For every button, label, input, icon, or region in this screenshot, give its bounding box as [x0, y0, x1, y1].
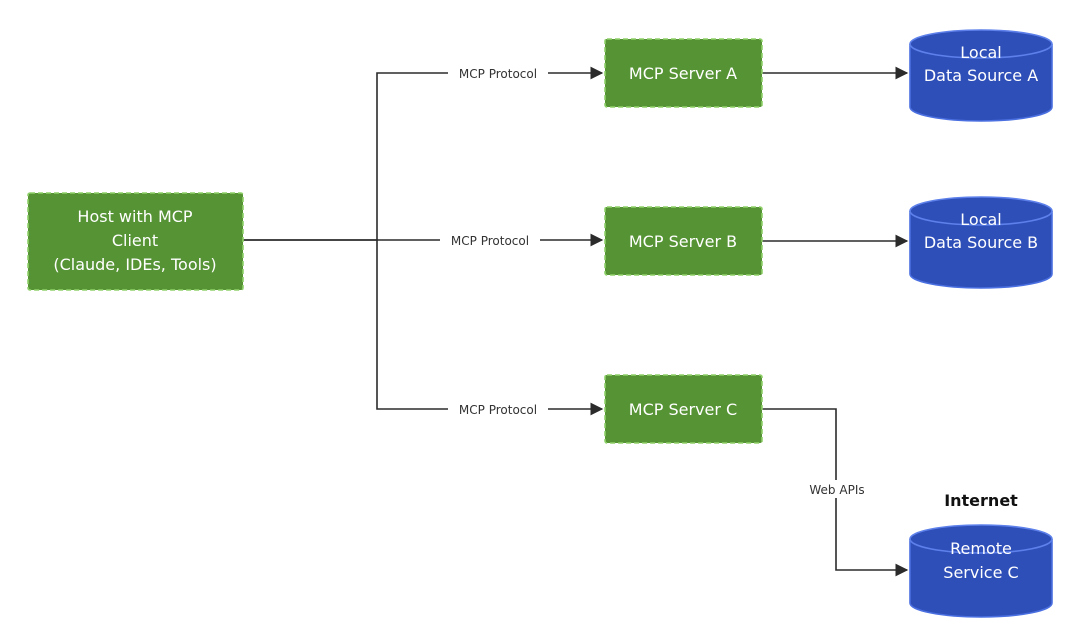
edge-host-to-server-c	[376, 240, 604, 416]
edge-label-protocol-b: MCP Protocol	[440, 231, 540, 249]
service-c-label-line-2: Service C	[943, 563, 1018, 582]
store-b-label-line-2: Data Source B	[924, 233, 1038, 252]
store-node-b[interactable]: Local Data Source B	[909, 196, 1053, 289]
edge-label-web-apis-text: Web APIs	[809, 483, 864, 497]
store-a-label-line-1: Local	[960, 43, 1001, 62]
server-node-b[interactable]: MCP Server B	[604, 206, 763, 276]
edge-label-protocol-a: MCP Protocol	[448, 64, 548, 82]
host-label-line-2: Client	[112, 231, 158, 250]
service-node-c[interactable]: Remote Service C	[909, 524, 1053, 618]
edge-label-protocol-b-text: MCP Protocol	[451, 234, 529, 248]
host-label-line-1: Host with MCP	[77, 207, 193, 226]
store-node-a[interactable]: Local Data Source A	[909, 29, 1053, 122]
host-label-line-3: (Claude, IDEs, Tools)	[53, 255, 216, 274]
store-b-label-line-1: Local	[960, 210, 1001, 229]
server-a-label: MCP Server A	[629, 64, 737, 83]
service-c-label-line-1: Remote	[950, 539, 1012, 558]
server-node-c[interactable]: MCP Server C	[604, 374, 763, 444]
edge-label-web-apis: Web APIs	[799, 480, 875, 498]
edge-label-protocol-a-text: MCP Protocol	[459, 67, 537, 81]
edge-label-protocol-c: MCP Protocol	[448, 400, 548, 418]
edge-label-protocol-c-text: MCP Protocol	[459, 403, 537, 417]
edge-host-to-server-a	[243, 66, 604, 241]
store-a-label-line-2: Data Source A	[924, 66, 1038, 85]
internet-zone-label: Internet	[944, 491, 1018, 510]
server-b-label: MCP Server B	[629, 232, 737, 251]
host-node[interactable]: Host with MCP Client (Claude, IDEs, Tool…	[27, 192, 244, 291]
server-node-a[interactable]: MCP Server A	[604, 38, 763, 108]
server-c-label: MCP Server C	[629, 400, 737, 419]
